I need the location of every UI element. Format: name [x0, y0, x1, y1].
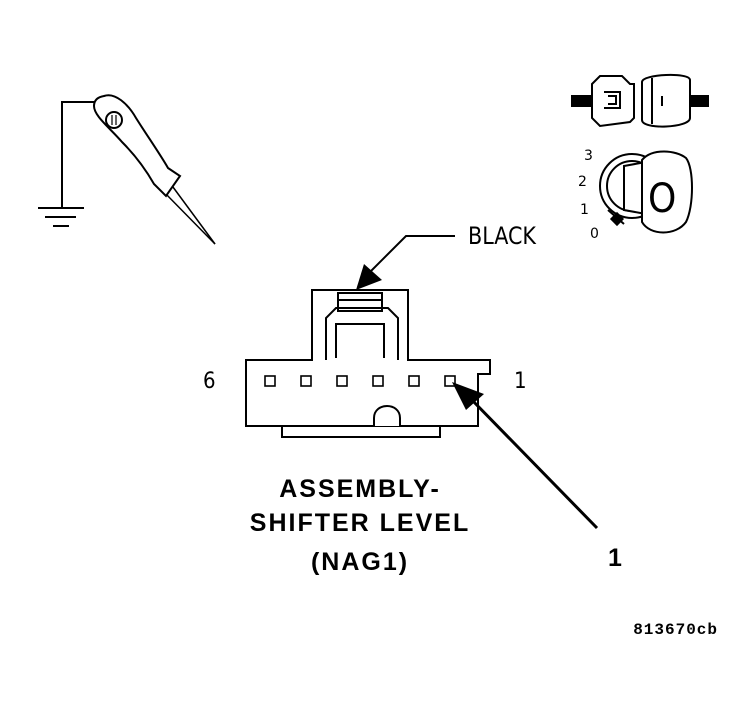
ignition-position-2: 2 — [578, 174, 587, 190]
callout-1-leader — [452, 382, 599, 530]
ignition-key-mark: O — [648, 176, 676, 222]
ignition-position-3: 3 — [584, 148, 593, 164]
wire-color-label: BLACK — [468, 222, 537, 250]
callout-number: 1 — [608, 544, 622, 572]
component-name-line-2: SHIFTER LEVEL — [250, 509, 470, 537]
ignition-key-icon: O 3 2 1 0 — [578, 148, 693, 242]
pin-cavity-3 — [372, 375, 384, 387]
callout-1-arrowhead — [452, 382, 484, 410]
pin-cavity-4 — [336, 375, 348, 387]
component-name-line-3: (NAG1) — [311, 548, 409, 576]
component-name-line-1: ASSEMBLY- — [279, 475, 441, 503]
pin-cavity-1 — [444, 375, 456, 387]
connector-bottom-bar — [281, 425, 441, 438]
ignition-position-0: 0 — [590, 226, 599, 242]
pin-label-left: 6 — [203, 369, 216, 394]
connector-latch — [337, 292, 383, 312]
pin-cavity-2 — [408, 375, 420, 387]
pin-cavities — [264, 375, 456, 387]
ignition-position-1: 1 — [580, 202, 589, 218]
figure-code: 813670cb — [633, 621, 718, 639]
pin-cavity-5 — [300, 375, 312, 387]
pin-cavity-6 — [264, 375, 276, 387]
connector-outline — [245, 289, 491, 427]
wire-color-arrowhead — [356, 264, 382, 290]
pin-label-right: 1 — [514, 369, 527, 394]
wire-color-callout: BLACK — [356, 222, 537, 290]
connector-assembly — [245, 289, 491, 438]
ground-symbol-icon — [38, 101, 104, 227]
ground-probe-group — [38, 94, 216, 245]
connector-key — [373, 405, 401, 426]
disconnect-connector-icon — [571, 73, 709, 128]
test-probe-icon — [92, 94, 216, 245]
component-name: ASSEMBLY- SHIFTER LEVEL (NAG1) — [250, 475, 470, 576]
